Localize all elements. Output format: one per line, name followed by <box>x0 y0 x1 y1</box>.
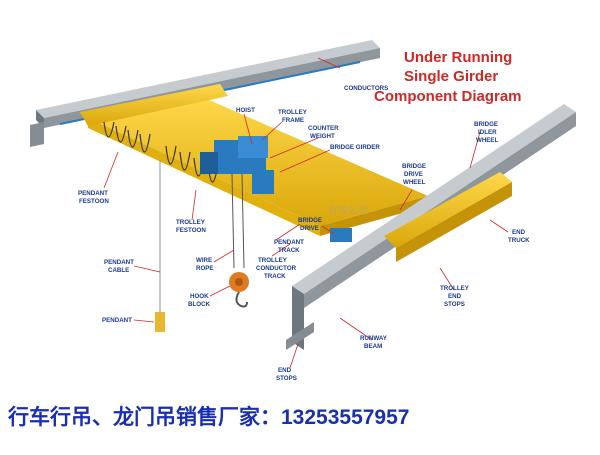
label-pendant-track-2: TRACK <box>278 247 300 254</box>
label-trolley-frame-1: TROLLEY <box>278 109 308 116</box>
pendant <box>155 312 165 332</box>
label-conductors: CONDUCTORS <box>344 85 388 92</box>
label-pendant-cable-1: PENDANT <box>104 259 134 266</box>
label-pendant: PENDANT <box>102 317 132 324</box>
wire-rope <box>231 173 245 269</box>
label-pendant-track-1: PENDANT <box>274 239 304 246</box>
label-hook-block-2: BLOCK <box>188 301 211 308</box>
component-labels: CONDUCTORS HOIST TROLLEY FRAME COUNTER W… <box>78 85 530 382</box>
bridge-drive <box>330 228 352 242</box>
hook-block <box>229 272 249 308</box>
label-trolley-festoon-1: TROLLEY <box>176 219 206 226</box>
label-bridge-girder: BRIDGE GIRDER <box>330 144 380 151</box>
title-line-2: Single Girder <box>404 68 498 85</box>
label-trolley-end-stops-2: END <box>448 293 462 300</box>
back-end-truck <box>80 84 228 126</box>
label-bridge-drive-wheel-2: DRIVE <box>404 171 423 178</box>
label-pendant-festoon-2: FESTOON <box>79 198 109 205</box>
label-wire-rope-1: WIRE <box>196 257 212 264</box>
title-line-3: Component Diagram <box>374 88 522 105</box>
label-end-stops-2: STOPS <box>276 375 297 382</box>
label-trolley-end-stops-3: STOPS <box>444 301 465 308</box>
label-trolley-festoon-2: FESTOON <box>176 227 206 234</box>
label-end-truck-1: END <box>512 229 526 236</box>
label-hook-block-1: HOOK <box>190 293 209 300</box>
label-counter-weight-1: COUNTER <box>308 125 339 132</box>
footer-contact: 行车行吊、龙门吊销售厂家：13253557957 <box>7 405 409 429</box>
label-bridge-drive-1: BRIDGE <box>298 217 322 224</box>
label-bridge-drive-wheel-1: BRIDGE <box>402 163 426 170</box>
watermark: 有限公司 <box>328 204 368 217</box>
diagram-title: Under Running Single Girder Component Di… <box>374 49 522 105</box>
label-bridge-idler-wheel-3: WHEEL <box>476 137 499 144</box>
label-trolley-end-stops-1: TROLLEY <box>440 285 470 292</box>
title-line-1: Under Running <box>404 49 512 66</box>
label-runway-beam-1: RUNWAY <box>360 335 388 342</box>
label-pendant-festoon-1: PENDANT <box>78 190 108 197</box>
label-hoist: HOIST <box>236 107 255 114</box>
label-runway-beam-2: BEAM <box>364 343 382 350</box>
hoist-trolley <box>200 136 274 194</box>
leader-lines <box>103 57 509 369</box>
label-trolley-conductor-track-1: TROLLEY <box>258 257 288 264</box>
label-counter-weight-2: WEIGHT <box>310 133 335 140</box>
front-end-truck <box>384 172 512 262</box>
label-trolley-conductor-track-3: TRACK <box>264 273 286 280</box>
label-bridge-idler-wheel-1: BRIDGE <box>474 121 498 128</box>
label-bridge-idler-wheel-2: IDLER <box>478 129 497 136</box>
label-trolley-frame-2: FRAME <box>282 117 304 124</box>
label-wire-rope-2: ROPE <box>196 265 214 272</box>
label-bridge-drive-wheel-3: WHEEL <box>403 179 426 186</box>
label-bridge-drive-2: DRIVE <box>300 225 319 232</box>
label-pendant-cable-2: CABLE <box>108 267 129 274</box>
label-end-truck-2: TRUCK <box>508 237 530 244</box>
label-end-stops-1: END <box>278 367 292 374</box>
label-trolley-conductor-track-2: CONDUCTOR <box>256 265 297 272</box>
